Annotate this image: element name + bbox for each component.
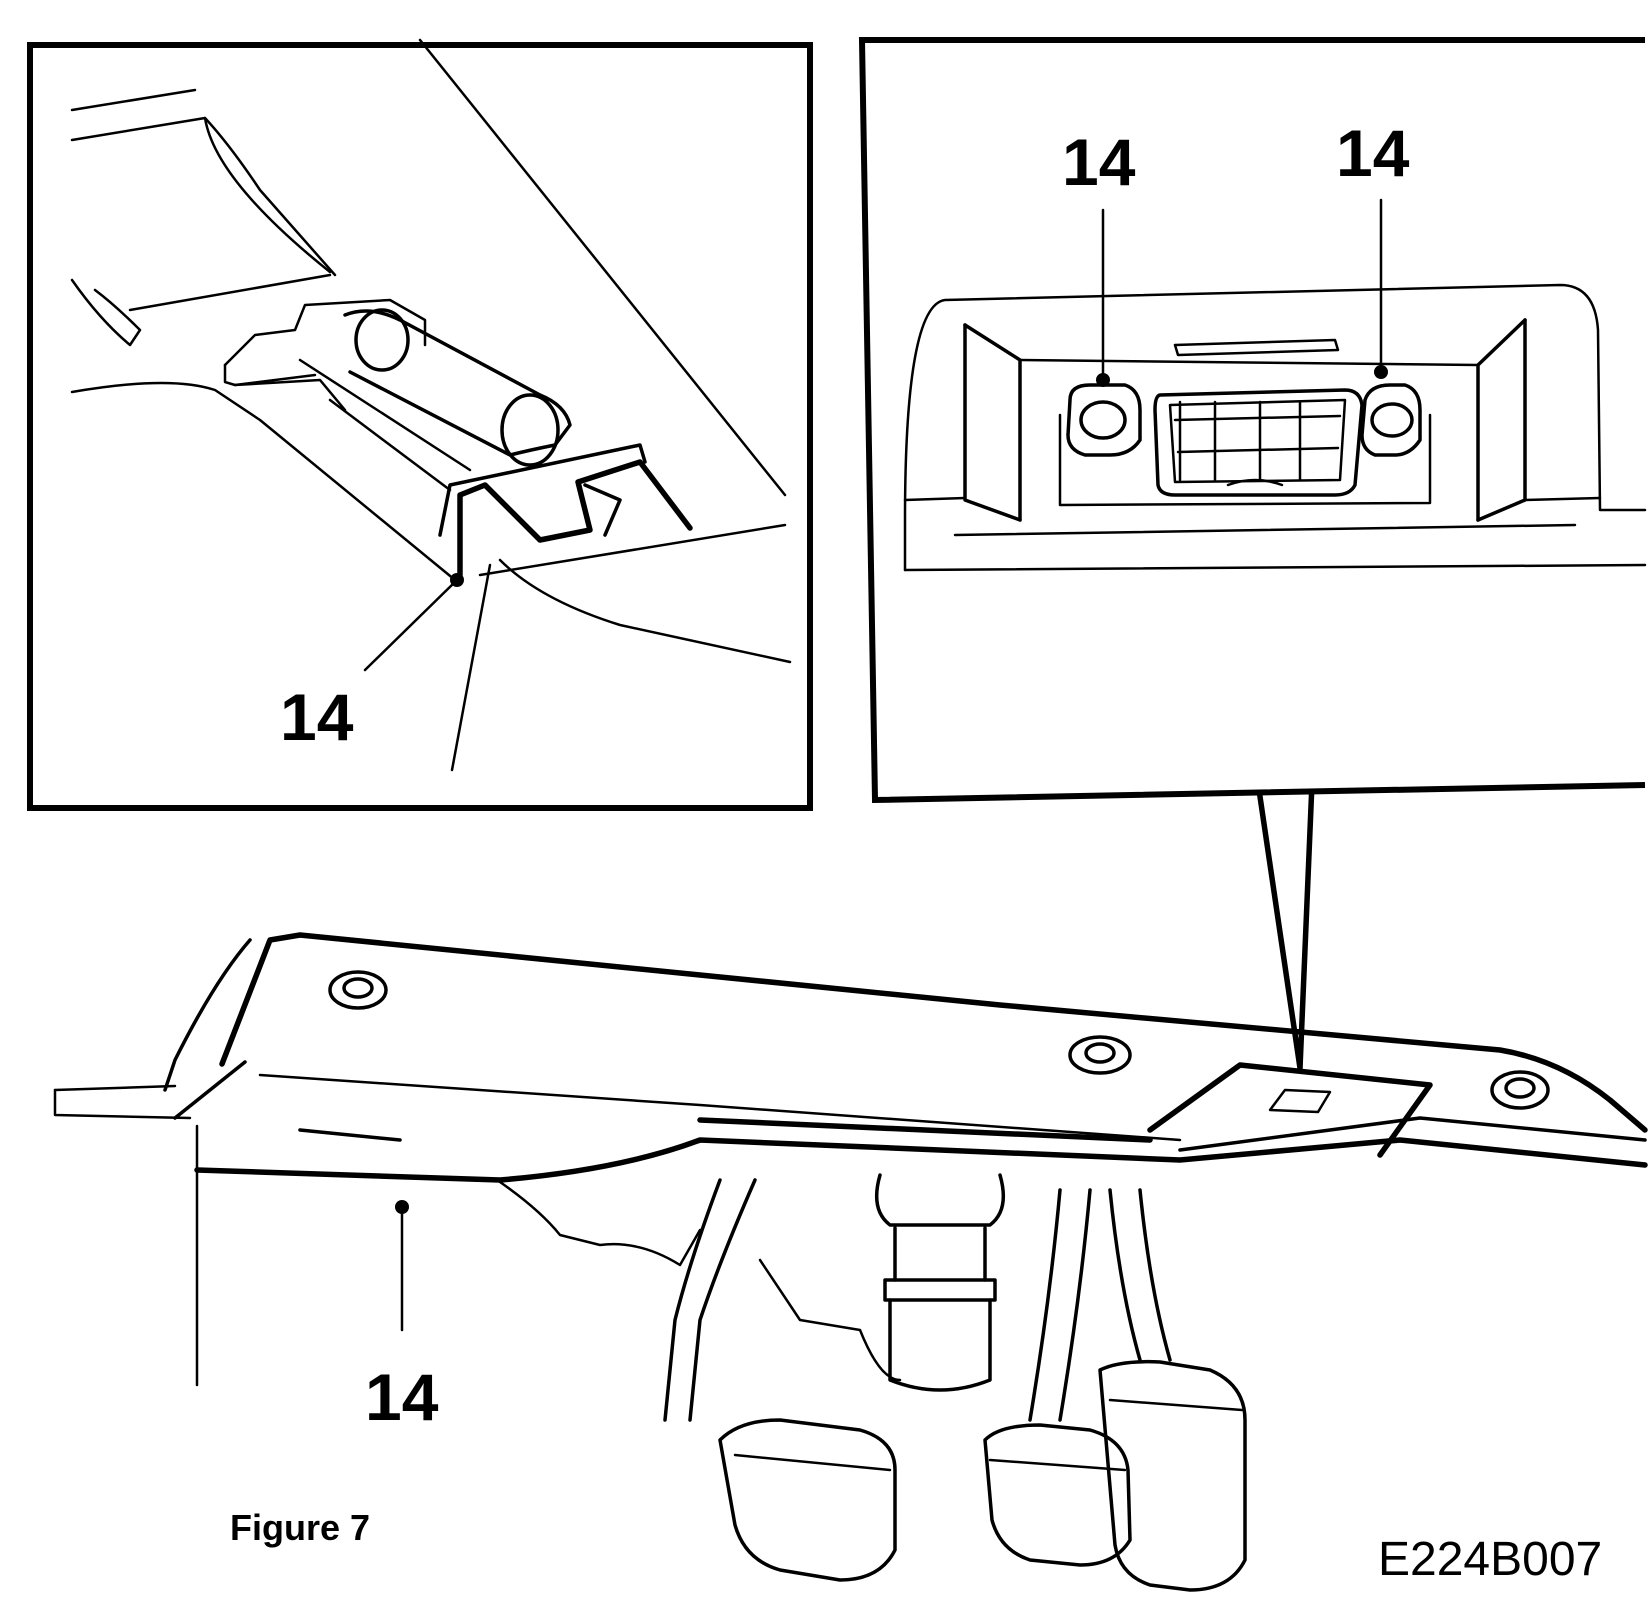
main-view-dashboard-pedals bbox=[53, 932, 1648, 1592]
zoom-pointer bbox=[1255, 780, 1315, 1071]
callout-number: 14 bbox=[1062, 125, 1136, 199]
callout-number: 14 bbox=[365, 1360, 439, 1434]
figure-caption: Figure 7 bbox=[230, 1507, 370, 1548]
callout-number: 14 bbox=[280, 680, 354, 754]
left-inset-panel bbox=[27, 38, 813, 811]
right-inset-panel bbox=[858, 37, 1647, 804]
callout-number: 14 bbox=[1336, 116, 1410, 190]
figure-code: E224B007 bbox=[1378, 1533, 1602, 1586]
